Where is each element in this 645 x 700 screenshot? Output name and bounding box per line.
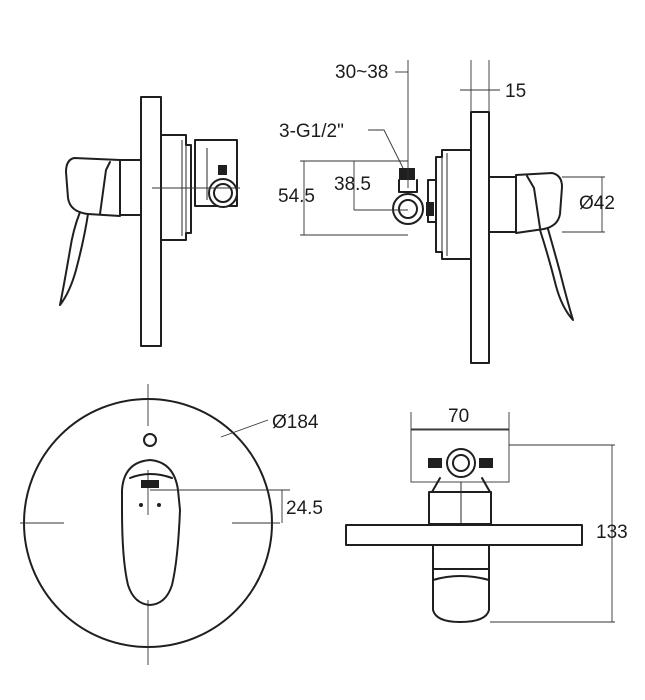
inlet-port-right — [392, 193, 424, 225]
dim-54-5: 54.5 — [278, 186, 315, 207]
dim-38-5: 38.5 — [334, 174, 371, 195]
lever-front — [121, 459, 181, 606]
dim-133: 133 — [596, 522, 628, 543]
indicator-hole — [143, 433, 157, 447]
handle-stem-right — [488, 176, 517, 233]
brand-logo — [141, 480, 159, 488]
valve-housing — [160, 134, 192, 241]
top-view: 70 133 — [345, 406, 628, 623]
top-port — [399, 168, 415, 180]
dim-184: Ø184 — [272, 412, 319, 433]
dim-15: 15 — [505, 81, 526, 102]
valve-body-top — [428, 491, 492, 525]
cover-plate-edge — [345, 524, 583, 546]
handle-stem — [119, 159, 142, 216]
wall-plate — [140, 96, 162, 347]
dim-24-5: 24.5 — [286, 498, 323, 519]
dim-30-38: 30~38 — [335, 62, 388, 83]
port-top-view — [446, 448, 476, 478]
valve-housing-right — [435, 149, 472, 260]
lever-arm-right — [539, 228, 574, 321]
side-view-left — [59, 96, 240, 347]
side-view-right: 30~38 15 3-G1/2" 54.5 38.5 Ø42 — [278, 60, 615, 364]
wall-plate-right — [470, 111, 490, 364]
dim-70: 70 — [448, 406, 469, 427]
handle-top — [432, 544, 490, 570]
lever-hub — [65, 157, 121, 217]
front-view: Ø184 24.5 — [20, 384, 323, 665]
lever-hub-right — [515, 172, 563, 234]
lever-arm — [59, 211, 89, 306]
dim-42: Ø42 — [579, 193, 615, 214]
thread-label: 3-G1/2" — [279, 121, 344, 142]
